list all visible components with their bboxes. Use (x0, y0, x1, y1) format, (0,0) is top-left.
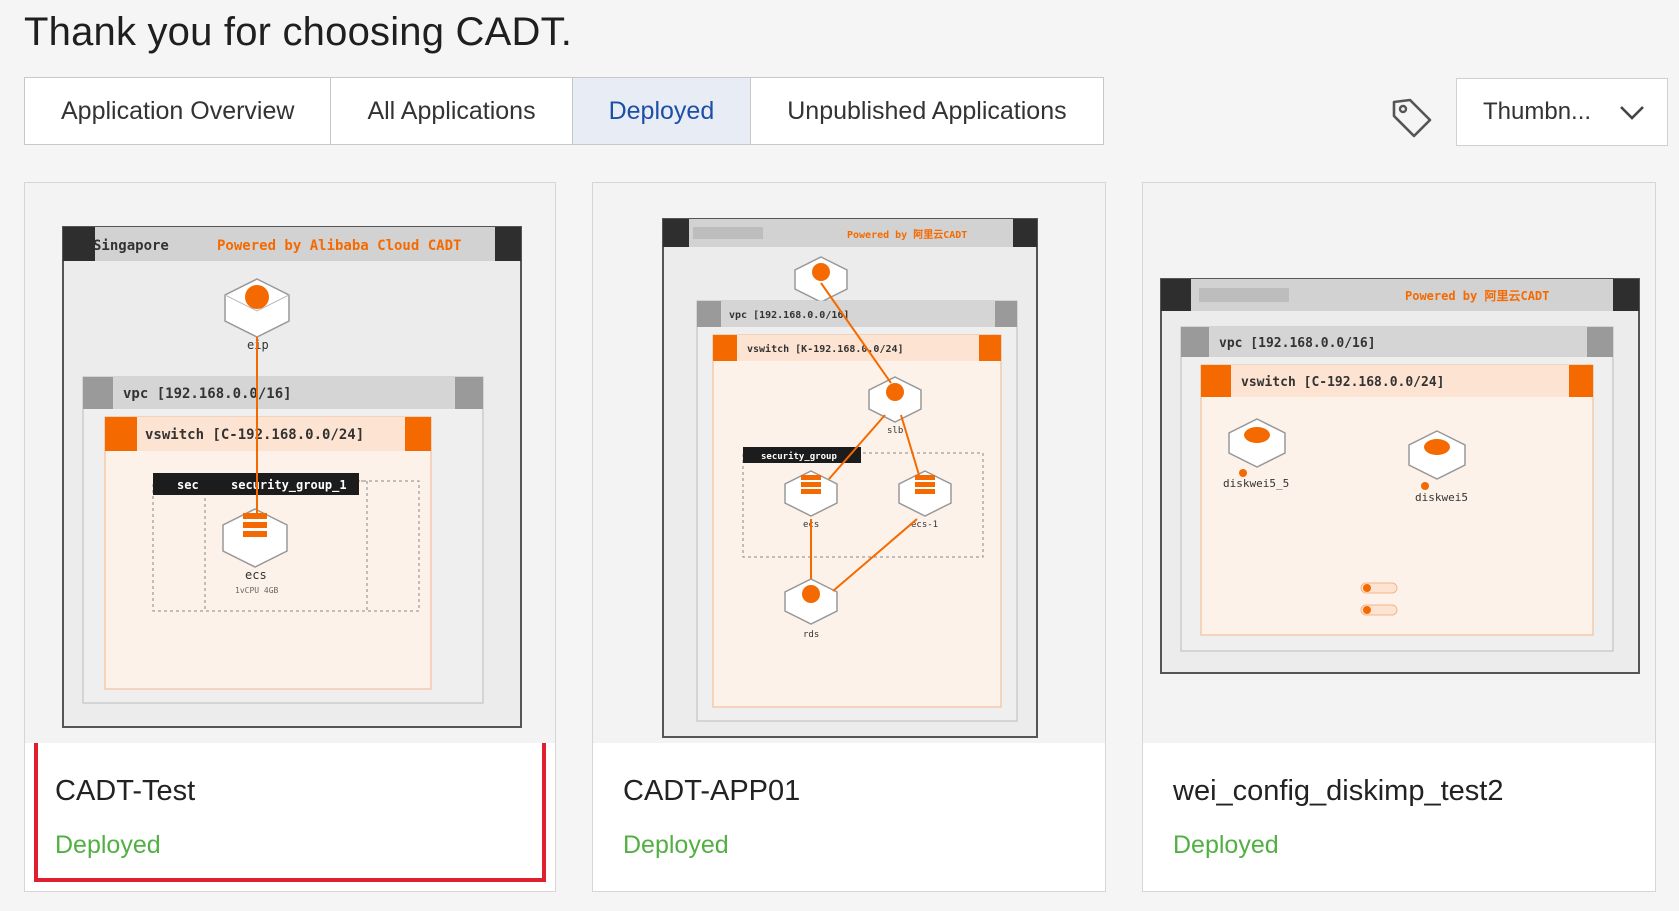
disk-node-1: diskwei5_5 (1223, 418, 1289, 490)
diagram-region: Singapore (93, 238, 169, 254)
tab-bar: Application Overview All Applications De… (24, 77, 1104, 145)
topology-diagram: Powered by 阿里云CADT vpc [192.168.0.0/16] … (1160, 278, 1640, 674)
slb-label: slb (887, 426, 903, 436)
chevron-down-icon (1620, 106, 1644, 120)
vpc-label: vpc [192.168.0.0/16] (729, 310, 849, 321)
app-card-cadt-test[interactable]: Singapore Powered by Alibaba Cloud CADT … (24, 182, 556, 892)
security-group-label: security_group (761, 451, 837, 462)
topology-diagram: Singapore Powered by Alibaba Cloud CADT … (62, 226, 522, 728)
diagram-powered-by: Powered by Alibaba Cloud CADT (217, 238, 461, 254)
tab-unpublished-applications[interactable]: Unpublished Applications (787, 97, 1067, 125)
vswitch-label: vswitch [K-192.168.0.0/24] (747, 343, 904, 355)
app-name[interactable]: wei_config_diskimp_test2 (1173, 775, 1504, 807)
vpc-label: vpc [192.168.0.0/16] (123, 386, 292, 402)
vswitch-label: vswitch [C-192.168.0.0/24] (1241, 375, 1445, 390)
diagram-powered-by: Powered by 阿里云CADT (847, 229, 967, 241)
app-thumbnail: Powered by 阿里云CADT vpc [192.168.0.0/16] … (593, 183, 1105, 743)
page-title: Thank you for choosing CADT. (24, 10, 573, 54)
tag-icon[interactable] (1388, 94, 1436, 142)
vpc-label: vpc [192.168.0.0/16] (1219, 336, 1376, 351)
disk-node-2: diskwei5 (1408, 430, 1468, 504)
ecs-node: ecs 1vCPU 4GB (222, 508, 288, 595)
app-card-wei-config-diskimp-test2[interactable]: Powered by 阿里云CADT vpc [192.168.0.0/16] … (1142, 182, 1656, 892)
topology-diagram: Powered by 阿里云CADT vpc [192.168.0.0/16] … (662, 218, 1038, 738)
status-badge: Deployed (623, 831, 729, 859)
status-badge: Deployed (55, 831, 161, 859)
app-thumbnail: Powered by 阿里云CADT vpc [192.168.0.0/16] … (1143, 183, 1655, 743)
app-name[interactable]: CADT-Test (55, 775, 196, 807)
security-group-label: security_group_1 (231, 478, 347, 493)
disk-node-1-label: diskwei5_5 (1223, 477, 1289, 490)
tab-all-applications[interactable]: All Applications (331, 78, 573, 144)
app-name[interactable]: CADT-APP01 (623, 775, 801, 807)
diagram-powered-by: Powered by 阿里云CADT (1405, 288, 1549, 303)
sec-label: sec (177, 478, 199, 492)
disk-node-2-label: diskwei5 (1415, 491, 1468, 504)
ecs-1-label: ecs-1 (911, 520, 938, 530)
ecs-spec: 1vCPU 4GB (235, 586, 279, 595)
app-card-cadt-app01[interactable]: Powered by 阿里云CADT vpc [192.168.0.0/16] … (592, 182, 1106, 892)
status-badge: Deployed (1173, 831, 1279, 859)
rds-node: rds (784, 578, 838, 640)
vswitch-label: vswitch [C-192.168.0.0/24] (145, 427, 364, 443)
view-mode-value: Thumbn... (1483, 98, 1592, 125)
tab-application-overview[interactable]: Application Overview (25, 78, 332, 144)
slb-node: slb (868, 376, 922, 436)
ecs-1-node: ecs-1 (898, 470, 952, 530)
app-thumbnail: Singapore Powered by Alibaba Cloud CADT … (25, 183, 555, 743)
rds-label: rds (803, 630, 819, 640)
ecs-label: ecs (245, 568, 267, 582)
tab-deployed[interactable]: Deployed (572, 78, 752, 144)
view-mode-select[interactable]: Thumbn... (1456, 78, 1668, 146)
